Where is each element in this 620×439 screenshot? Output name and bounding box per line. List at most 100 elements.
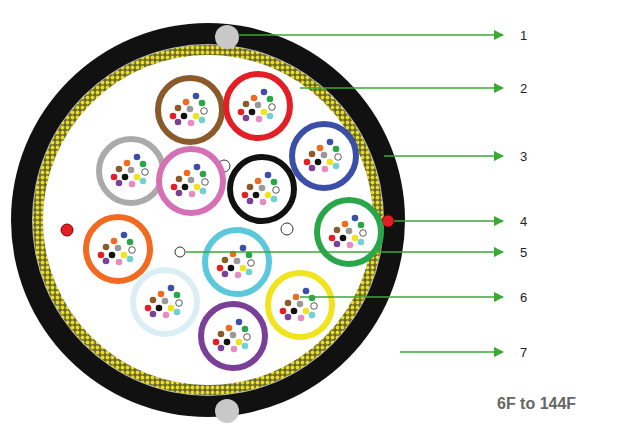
optical-fiber: [199, 100, 206, 107]
optical-fiber: [340, 235, 347, 242]
optical-fiber: [265, 192, 272, 199]
optical-fiber: [103, 258, 110, 265]
optical-fiber: [327, 159, 334, 166]
optical-fiber: [182, 184, 189, 191]
optical-fiber: [360, 230, 367, 237]
optical-fiber: [329, 235, 336, 242]
optical-fiber: [303, 308, 310, 315]
ripcord: [382, 215, 394, 227]
tube-wall: [133, 270, 197, 334]
callout-number: 2: [520, 82, 527, 95]
optical-fiber: [217, 265, 224, 272]
tube-wall: [86, 217, 150, 281]
optical-fiber: [200, 171, 207, 178]
buffer-tube: [292, 124, 356, 188]
leader-line: [394, 220, 503, 222]
optical-fiber: [218, 345, 225, 352]
optical-fiber: [247, 198, 254, 205]
optical-fiber: [303, 288, 310, 295]
tube-wall: [226, 74, 290, 138]
strength-member: [215, 399, 239, 423]
optical-fiber: [222, 257, 229, 264]
tube-wall: [158, 78, 222, 142]
optical-fiber: [200, 188, 207, 195]
optical-fiber: [128, 167, 135, 174]
optical-fiber: [236, 339, 243, 346]
optical-fiber: [242, 326, 249, 333]
optical-fiber: [175, 119, 182, 126]
optical-fiber: [240, 245, 247, 252]
outer-jacket: [11, 23, 405, 417]
optical-fiber: [243, 101, 250, 108]
optical-fiber: [124, 160, 131, 167]
optical-fiber: [231, 346, 238, 353]
optical-fiber: [358, 222, 365, 229]
leader-line: [384, 155, 503, 157]
optical-fiber: [111, 174, 118, 181]
optical-fiber: [315, 159, 322, 166]
optical-fiber: [129, 247, 136, 254]
optical-fiber: [309, 151, 316, 158]
optical-fiber: [181, 113, 188, 120]
central-element: [175, 247, 185, 257]
optical-fiber: [194, 184, 201, 191]
optical-fiber: [142, 169, 149, 176]
filler: [281, 223, 293, 235]
optical-fiber: [267, 113, 274, 120]
optical-fiber: [327, 139, 334, 146]
optical-fiber: [269, 104, 276, 111]
optical-fiber: [116, 166, 123, 173]
optical-fiber: [129, 181, 136, 188]
optical-fiber: [261, 89, 268, 96]
optical-fiber: [199, 117, 206, 124]
tube-wall: [268, 273, 332, 337]
callout-number: 6: [520, 291, 527, 304]
optical-fiber: [273, 187, 280, 194]
tube-wall: [159, 149, 223, 213]
optical-fiber: [121, 232, 128, 239]
optical-fiber: [255, 178, 262, 185]
optical-fiber: [236, 319, 243, 326]
optical-fiber: [261, 109, 268, 116]
buffer-tube: [201, 304, 265, 368]
optical-fiber: [321, 152, 328, 159]
optical-fiber: [267, 96, 274, 103]
optical-fiber: [251, 95, 258, 102]
optical-fiber: [244, 334, 251, 341]
inner-sheath: [32, 44, 384, 396]
buffer-tube: [226, 74, 290, 138]
optical-fiber: [311, 303, 318, 310]
callout-number: 1: [520, 29, 527, 42]
buffer-tube: [133, 270, 197, 334]
tube-wall: [230, 157, 294, 221]
optical-fiber: [140, 161, 147, 168]
optical-fiber: [238, 109, 245, 116]
optical-fiber: [271, 179, 278, 186]
optical-fiber: [156, 305, 163, 312]
optical-fiber: [253, 192, 260, 199]
optical-fiber: [116, 259, 123, 266]
optical-fiber: [127, 256, 134, 263]
optical-fiber: [163, 312, 170, 319]
optical-fiber: [188, 177, 195, 184]
optical-fiber: [134, 174, 141, 181]
optical-fiber: [260, 199, 267, 206]
optical-fiber: [248, 260, 255, 267]
optical-fiber: [234, 258, 241, 265]
optical-fiber: [98, 252, 105, 259]
optical-fiber: [242, 343, 249, 350]
optical-fiber: [255, 102, 262, 109]
optical-fiber: [298, 315, 305, 322]
optical-fiber: [184, 170, 191, 177]
optical-fiber: [187, 106, 194, 113]
optical-fiber: [145, 305, 152, 312]
buffer-tube: [268, 273, 332, 337]
optical-fiber: [176, 300, 183, 307]
optical-fiber: [162, 298, 169, 305]
optical-fiber: [242, 192, 249, 199]
optical-fiber: [335, 154, 342, 161]
optical-fiber: [174, 309, 181, 316]
optical-fiber: [127, 239, 134, 246]
leader-line: [300, 296, 503, 298]
optical-fiber: [121, 252, 128, 259]
